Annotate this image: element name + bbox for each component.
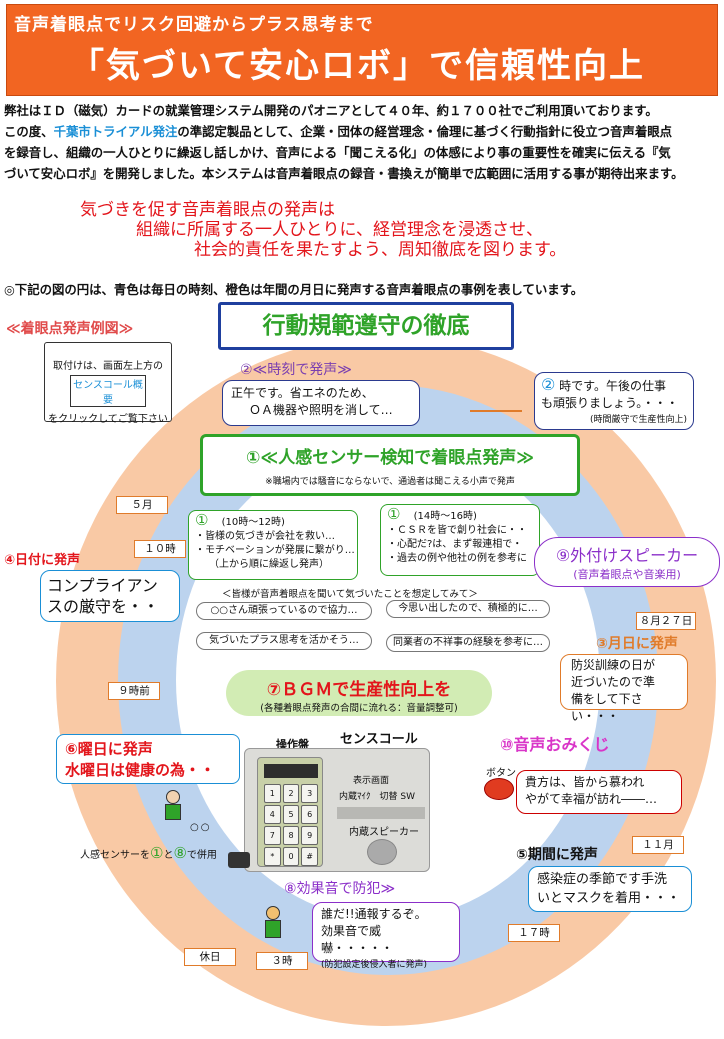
keypad-key[interactable]: 9 bbox=[301, 826, 318, 845]
thought-3: 気づいたプラス思考を活かそう… bbox=[196, 632, 372, 650]
intruder-icon bbox=[258, 906, 288, 946]
weekday-bubble: ⑥曜日に発声 水曜日は健康の為・・ bbox=[56, 734, 240, 784]
voice-omikuji-title: ⑩音声おみくじ bbox=[500, 735, 610, 754]
speaker-label: 内蔵スピーカー bbox=[349, 827, 419, 838]
tag-10: １０時 bbox=[134, 540, 186, 558]
document-note: 取付けは、画面左上方の センスコール概要 をクリックしてご覧下さい bbox=[44, 342, 172, 425]
intro-paragraph: 弊社はＩＤ（磁気）カードの就業管理システム開発のパオニアとして４０年、約１７００… bbox=[4, 100, 720, 184]
bgm-box: ⑦ＢＧＭで生産性向上を (各種着眼点発声の合間に流れる：音量調整可) bbox=[226, 670, 492, 716]
tag-before-9: ９時前 bbox=[108, 682, 160, 700]
slogan-line-1: 気づきを促す音声着眼点の発声は bbox=[80, 200, 335, 220]
month-day-title: ③月日に発声 bbox=[596, 636, 678, 652]
alarm-bubble: 誰だ!!通報するぞ。 効果音で威嚇・・・・・ (防犯設定後侵入者に発声) bbox=[312, 902, 460, 970]
keypad-key[interactable]: 6 bbox=[301, 805, 318, 824]
button-label: ボタン bbox=[486, 768, 516, 779]
tag-3: ３時 bbox=[256, 952, 308, 970]
keypad-key[interactable]: 8 bbox=[282, 826, 300, 845]
footstep-icon: ○○ bbox=[190, 822, 212, 833]
tag-holiday: 休日 bbox=[184, 948, 236, 966]
omikuji-button[interactable] bbox=[484, 778, 514, 800]
mic-switch-label: 内蔵ﾏｲｸ 切替 SW bbox=[339, 792, 415, 802]
motion-sensor-icon bbox=[228, 852, 250, 868]
slogan-line-3: 社会的責任を果たすよう、周知徹底を図ります。 bbox=[194, 240, 567, 260]
sensor-speech-box: ①≪人感センサー検知で着眼点発声≫ ※職場内では騒音にならないで、通過者は聞こえ… bbox=[200, 434, 580, 496]
tag-13 bbox=[470, 410, 522, 412]
center-header: ＜皆様が音声着眼点を聞いて気づいたことを想定してみて＞ bbox=[222, 589, 478, 600]
tag-nov: １１月 bbox=[632, 836, 684, 854]
walking-person-icon bbox=[158, 790, 188, 830]
header-banner bbox=[6, 4, 718, 96]
intro-line-4: づいて安心ロボ』を開発しました。本システムは音声着眼点の録音・書換えが簡単で広範… bbox=[4, 166, 684, 181]
keypad-key[interactable]: 3 bbox=[301, 784, 318, 803]
time-speech-title: ②≪時刻で発声≫ bbox=[240, 362, 352, 378]
diagram-note: ◎下記の図の円は、青色は毎日の時刻、橙色は年間の月日に発声する音声着眼点の事例を… bbox=[4, 282, 584, 297]
keypad-key[interactable]: 4 bbox=[264, 805, 281, 824]
switch-bar bbox=[337, 807, 425, 819]
header-title: 「気づいて安心ロボ」で信頼性向上 bbox=[70, 46, 645, 86]
keypad-key[interactable]: 7 bbox=[264, 826, 281, 845]
keypad-key[interactable]: 2 bbox=[282, 784, 300, 803]
keypad-key[interactable]: * bbox=[264, 847, 281, 866]
keypad-key[interactable]: 0 bbox=[282, 847, 300, 866]
tag-may: ５月 bbox=[116, 496, 168, 514]
external-speaker-box: ⑨外付けスピーカー (音声着眼点や音楽用) bbox=[534, 537, 720, 587]
tag-aug-27: ８月２７日 bbox=[636, 612, 696, 630]
crime-prevention-title: ⑧効果音で防犯≫ bbox=[284, 881, 396, 897]
thought-2: 今思い出したので、積極的に… bbox=[386, 600, 550, 618]
code-of-conduct-banner: 行動規範遵守の徹底 bbox=[218, 302, 514, 350]
trial-link[interactable]: 千葉市トライアル発注 bbox=[53, 124, 178, 139]
control-panel-label: 操作盤 bbox=[276, 738, 309, 751]
intro-line-2: この度、千葉市トライアル発注の準認定製品として、企業・団体の経営理念・倫理に基づ… bbox=[4, 124, 672, 139]
two-oclock-bubble: ② 時です。午後の仕事 も頑張りましょう。・・・ (時間厳守で生産性向上) bbox=[534, 372, 694, 430]
header-subtitle: 音声着眼点でリスク回避からプラス思考まで bbox=[14, 15, 374, 35]
sensor-pm-box: ① (14時～16時) ・ＣＳＲを皆で創り社会に・・ ・心配だ?は、まず報連相で… bbox=[380, 504, 540, 576]
display-screen bbox=[264, 764, 318, 778]
keypad-key[interactable]: 5 bbox=[282, 805, 300, 824]
fortune-bubble: 貴方は、皆から慕われ やがて幸福が訪れ――… bbox=[516, 770, 682, 814]
intro-line-3: を録音し、組織の一人ひとりに繰返し話しかけ、音声による「聞こえる化」の体感により… bbox=[4, 145, 671, 160]
period-speech-title: ⑤期間に発声 bbox=[516, 847, 598, 863]
keypad-key[interactable]: # bbox=[301, 847, 318, 866]
sensor-note: 人感センサーを①と⑧で併用 bbox=[80, 844, 217, 862]
thought-4: 同業者の不祥事の経験を参考に… bbox=[386, 634, 550, 652]
sensecall-overview-link[interactable]: センスコール概要 bbox=[70, 375, 146, 407]
sensor-am-box: ① (10時～12時) ・皆様の気づきが会社を救い… ・モチベーションが発展に繋… bbox=[188, 510, 358, 580]
tag-17: １７時 bbox=[508, 924, 560, 942]
date-speech-title: ④日付に発声 bbox=[4, 553, 81, 568]
thought-1: ○○さん頑張っているので協力… bbox=[196, 602, 372, 620]
infection-bubble: 感染症の季節です手洗 いとマスクを着用・・・ bbox=[528, 866, 692, 912]
screen-label: 表示画面 bbox=[353, 776, 390, 786]
disaster-drill-bubble: 防災訓練の日が 近づいたので準 備をして下さい・・・ bbox=[560, 654, 688, 723]
intro-line-1: 弊社はＩＤ（磁気）カードの就業管理システム開発のパオニアとして４０年、約１７００… bbox=[4, 103, 658, 118]
slogan-line-2: 組織に所属する一人ひとりに、経営理念を浸透させ、 bbox=[136, 220, 543, 240]
speaker-grille bbox=[367, 839, 397, 865]
example-title: ≪着眼点発声例図≫ bbox=[6, 321, 134, 337]
device-name: センスコール bbox=[340, 732, 418, 747]
compliance-bubble: コンプライアン スの厳守を・・ bbox=[40, 570, 180, 622]
keypad-key[interactable]: 1 bbox=[264, 784, 281, 803]
noon-bubble: 正午です。省エネのため、 ＯＡ機器や照明を消して… bbox=[222, 380, 420, 426]
